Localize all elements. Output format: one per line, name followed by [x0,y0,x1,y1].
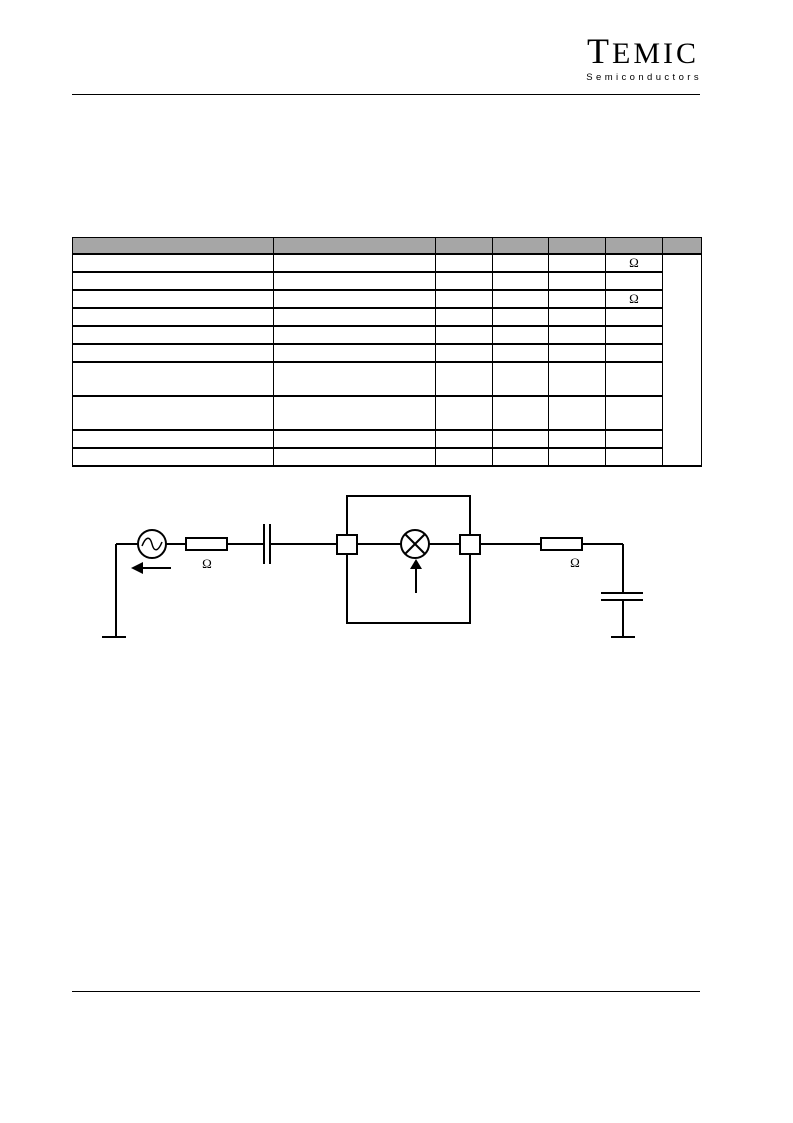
source-resistor [185,537,228,551]
header-cell [605,237,663,255]
input-pin [336,534,358,555]
header-cell [548,237,606,255]
table-cell [492,362,549,397]
table-row: Ω [72,290,702,309]
header-rule [72,94,700,95]
table-cell: Ω [605,290,663,309]
table-cell [605,430,663,449]
test-circuit-diagram: Ω Ω [102,495,643,638]
table-cell [273,362,436,397]
table-cell [605,448,663,467]
table-header-row [72,237,702,255]
table-row [72,396,702,431]
footer-rule [72,991,700,992]
header-cell [662,237,702,255]
table-cell [273,396,436,431]
table-cell [72,396,274,431]
table-row [72,272,702,291]
header-cell [492,237,549,255]
table-row [72,430,702,449]
table-row [72,308,702,327]
load-resistor-label: Ω [570,555,580,570]
table-cell [605,362,663,397]
table-cell [605,272,663,291]
device-box [346,495,471,624]
header-cell [72,237,274,255]
lo-arrow-head [410,559,422,569]
table-cell [605,326,663,345]
table-cell [435,362,493,397]
sine-wave-icon [141,537,163,551]
header-cell [435,237,493,255]
notes-cell [662,254,702,467]
table-cell [605,344,663,363]
output-pin [459,534,481,555]
source-resistor-label: Ω [202,556,212,571]
logo-initial: T [587,31,612,71]
current-arrow-head [131,562,143,574]
table-row [72,448,702,467]
table-cell [492,396,549,431]
table-row [72,326,702,345]
mixer-cross [404,533,426,555]
table-cell [548,362,606,397]
table-row [72,362,702,397]
logo-subtitle: Semiconductors [586,72,702,83]
load-resistor [540,537,583,551]
table-row [72,344,702,363]
table-cell [72,362,274,397]
logo-rest: EMIC [612,37,699,70]
header-cell [273,237,436,255]
table-cell [548,396,606,431]
logo-wordmark: TEMIC [586,33,699,70]
table-cell [605,396,663,431]
temic-logo: TEMIC Semiconductors [586,33,702,83]
table-row: Ω [72,254,702,467]
table-cell [605,308,663,327]
